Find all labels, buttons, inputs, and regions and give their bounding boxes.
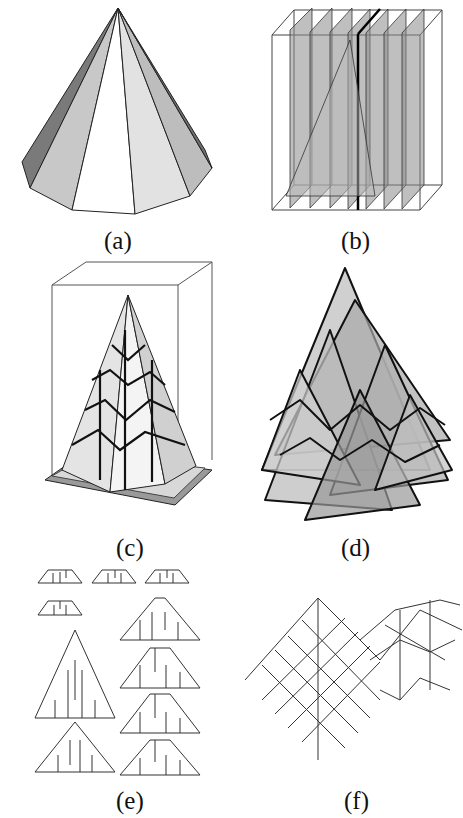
panel-label: (a) <box>104 228 132 253</box>
panel-label: (e) <box>116 788 144 813</box>
pyramid-box-c <box>45 262 212 505</box>
slicing-planes <box>286 8 424 210</box>
panel-label: (c) <box>116 535 144 560</box>
panel-label: (b) <box>341 228 370 253</box>
pyramid-c <box>62 295 196 492</box>
pyramid-a <box>22 8 212 214</box>
panel-label: (d) <box>341 535 370 560</box>
panel-label: (f) <box>344 788 369 813</box>
slice-layout-f <box>245 598 462 760</box>
slice-templates-e <box>35 570 200 775</box>
slice-model-d <box>262 268 452 520</box>
